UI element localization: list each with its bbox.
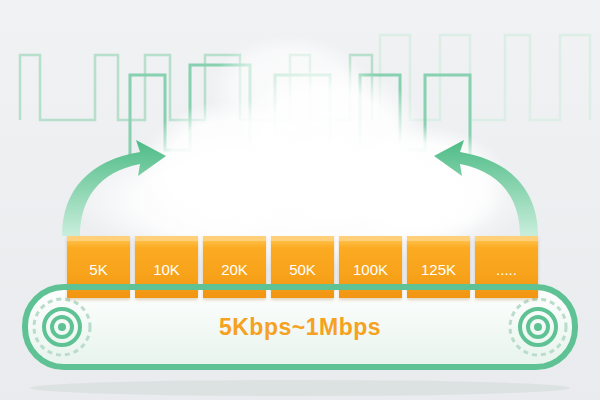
rate-label: 20K <box>221 261 248 278</box>
rate-label: ..... <box>496 261 517 278</box>
rate-label: 125K <box>421 261 456 278</box>
conveyor-band: 5Kbps~1Mbps <box>22 284 578 370</box>
rate-label: 50K <box>289 261 316 278</box>
rate-label: 10K <box>153 261 180 278</box>
conveyor-belt <box>22 284 578 396</box>
rate-label: 5K <box>89 261 107 278</box>
rate-range-label: 5Kbps~1Mbps <box>219 314 381 341</box>
signal-wave <box>20 35 590 160</box>
upload-arrow <box>62 140 538 236</box>
rate-label: 100K <box>353 261 388 278</box>
